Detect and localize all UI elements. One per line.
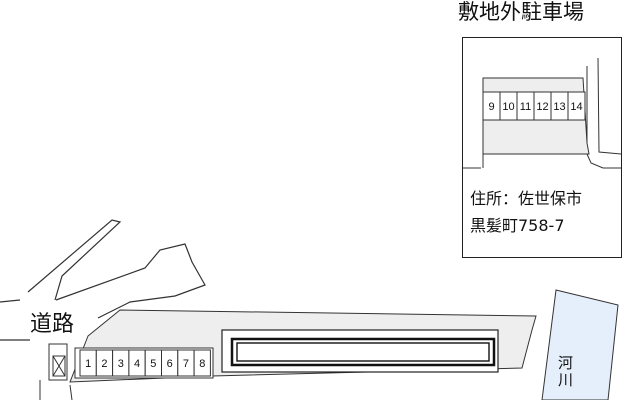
road-outline [0,219,206,341]
offsite-slot-label-9: 9 [488,101,494,113]
offsite-slot-label-12: 12 [536,101,548,113]
offsite-slot-14 [567,91,586,121]
onsite-slot-label-8: 8 [199,358,205,370]
onsite-slot-label-2: 2 [101,358,107,370]
offsite-road [463,57,622,169]
onsite-slot-label-1: 1 [85,358,91,370]
building [221,329,499,373]
offsite-slot-label-14: 14 [570,101,582,113]
offsite-parking-inset: 9 10 11 12 13 14 [462,37,622,258]
river-label: 河川 [556,355,574,389]
address-line-1: 住所：佐世保市 [470,189,583,208]
offsite-slot-label-10: 10 [502,101,514,113]
river [541,289,619,400]
onsite-slot-label-4: 4 [134,358,140,370]
onsite-slot-label-5: 5 [150,358,156,370]
offsite-slot-label-13: 13 [553,101,565,113]
offsite-parking-title: 敷地外駐車場 [458,0,584,24]
onsite-slot-8 [193,349,211,377]
offsite-slot-label-11: 11 [520,101,531,113]
road-label: 道路 [30,312,75,337]
onsite-slot-label-7: 7 [183,358,189,370]
onsite-slot-label-6: 6 [167,358,173,370]
offsite-parking-map: 9 10 11 12 13 14 [463,57,622,169]
address-line-2: 黒髪町758-7 [470,216,565,235]
entrance-box [39,343,73,400]
onsite-slot-label-3: 3 [118,358,124,370]
